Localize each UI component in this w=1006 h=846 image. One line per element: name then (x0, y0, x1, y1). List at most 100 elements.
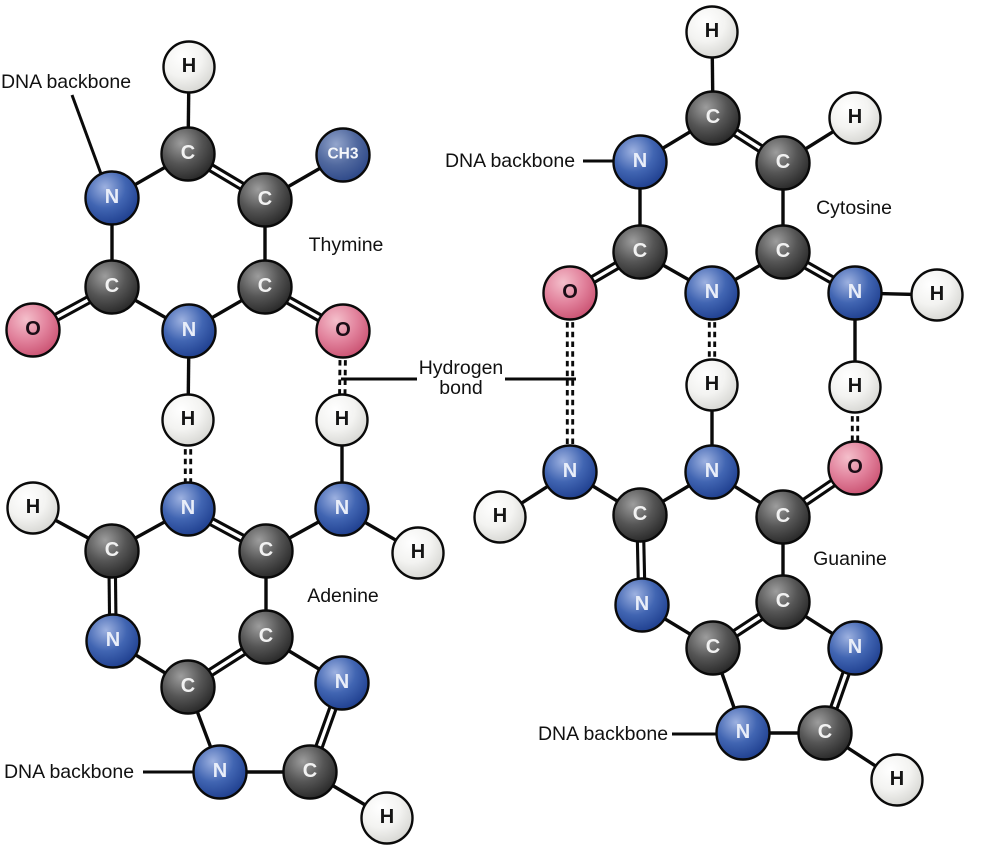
atom-g-c4: C (685, 620, 741, 676)
atom-label-a-c5: C (259, 625, 273, 647)
atom-sphere-a-c4 (160, 659, 216, 715)
atom-t-c5: C (237, 172, 293, 228)
atom-a-c4: C (160, 659, 216, 715)
atom-label-g-n7: N (848, 636, 862, 658)
atom-label-a-n6: N (335, 497, 349, 519)
atom-t-h3: H (161, 393, 215, 447)
bond-hbond-c-o2-g-n2 (565, 293, 575, 472)
atom-t-n1: N (84, 170, 140, 226)
atom-a-n7: N (314, 655, 370, 711)
atom-c-o2: O (542, 265, 598, 321)
atom-label-a-c2: C (105, 539, 119, 561)
atom-g-n9: N (715, 705, 771, 761)
atom-sphere-a-c2 (84, 523, 140, 579)
atom-sphere-t-c6 (160, 126, 216, 182)
atom-g-n7: N (827, 620, 883, 676)
atom-label-t-c2: C (105, 275, 119, 297)
label-dna-backbone-guanine: DNA backbone (538, 723, 668, 745)
atom-a-c2: C (84, 523, 140, 579)
atom-sphere-g-h8 (870, 753, 924, 807)
atom-sphere-c-h4a (910, 268, 964, 322)
atom-c-h4b: H (828, 360, 882, 414)
atom-sphere-g-n9 (715, 705, 771, 761)
label-dna-backbone-cytosine: DNA backbone (445, 150, 575, 172)
atom-label-c-o2: O (562, 281, 578, 303)
atom-label-a-h8: H (380, 806, 394, 828)
atom-sphere-c-n1 (612, 134, 668, 190)
atom-label-t-c6: C (181, 142, 195, 164)
atom-sphere-a-n9 (192, 744, 248, 800)
atom-label-g-n1: N (705, 460, 719, 482)
atom-label-g-c5: C (776, 590, 790, 612)
atom-c-n3: N (684, 265, 740, 321)
atom-label-a-c6: C (259, 539, 273, 561)
atom-t-c2: C (84, 259, 140, 315)
label-dna-backbone-adenine-line-0: DNA backbone (4, 761, 134, 783)
atom-g-h2: H (473, 490, 527, 544)
atom-c-n4: N (827, 265, 883, 321)
label-cytosine-line-0: Cytosine (816, 197, 892, 219)
atom-label-c-c2: C (633, 240, 647, 262)
atom-a-h6a: H (315, 393, 369, 447)
atom-sphere-g-h1 (685, 358, 739, 412)
atom-sphere-a-h6a (315, 393, 369, 447)
atom-label-g-n3: N (635, 593, 649, 615)
atom-sphere-a-h8 (360, 791, 414, 845)
atom-t-o2: O (5, 302, 61, 358)
atom-label-t-n3: N (182, 319, 196, 341)
atom-a-n3: N (85, 613, 141, 669)
atom-g-o6: O (827, 440, 883, 496)
atom-c-h4a: H (910, 268, 964, 322)
atom-sphere-a-c8 (282, 744, 338, 800)
label-dna-backbone-thymine: DNA backbone (1, 71, 131, 93)
atom-c-c2: C (612, 224, 668, 280)
atom-a-n9: N (192, 744, 248, 800)
atom-label-a-h6a: H (335, 408, 349, 430)
atom-label-g-h2: H (493, 505, 507, 527)
atom-sphere-g-h2 (473, 490, 527, 544)
atom-a-c6: C (238, 523, 294, 579)
label-guanine-line-0: Guanine (813, 548, 887, 570)
atom-sphere-g-o6 (827, 440, 883, 496)
atom-label-a-n9: N (213, 760, 227, 782)
atom-g-c5: C (755, 574, 811, 630)
atom-sphere-t-o2 (5, 302, 61, 358)
label-thymine: Thymine (309, 234, 384, 256)
atom-label-t-o2: O (25, 318, 41, 340)
label-cytosine: Cytosine (816, 197, 892, 219)
label-adenine: Adenine (307, 585, 379, 607)
atom-label-g-n9: N (736, 721, 750, 743)
atom-g-h1: H (685, 358, 739, 412)
label-dna-backbone-cytosine-line-0: DNA backbone (445, 150, 575, 172)
atom-label-t-o4: O (335, 319, 351, 341)
atom-sphere-a-n7 (314, 655, 370, 711)
atom-label-a-n1: N (181, 497, 195, 519)
atom-label-c-c5: C (776, 151, 790, 173)
atom-c-c6: C (685, 90, 741, 146)
atom-label-c-n3: N (705, 281, 719, 303)
atom-a-n6: N (314, 481, 370, 537)
atom-sphere-g-c2 (612, 487, 668, 543)
atom-label-c-h6: H (705, 20, 719, 42)
atom-label-g-h1: H (705, 373, 719, 395)
atom-label-a-n3: N (106, 629, 120, 651)
atom-a-h8: H (360, 791, 414, 845)
atom-g-n1: N (684, 444, 740, 500)
atom-sphere-t-h3 (161, 393, 215, 447)
atom-label-a-h2: H (26, 496, 40, 518)
atom-sphere-c-c6 (685, 90, 741, 146)
atom-label-a-c4: C (181, 675, 195, 697)
atom-sphere-a-n1 (160, 481, 216, 537)
atom-c-c4: C (755, 224, 811, 280)
atom-label-a-n7: N (335, 671, 349, 693)
atom-label-c-n4: N (848, 281, 862, 303)
atom-sphere-a-c6 (238, 523, 294, 579)
atom-label-g-c8: C (818, 721, 832, 743)
atom-sphere-g-n2 (542, 444, 598, 500)
atom-label-c-c4: C (776, 240, 790, 262)
atom-label-c-c6: C (706, 106, 720, 128)
